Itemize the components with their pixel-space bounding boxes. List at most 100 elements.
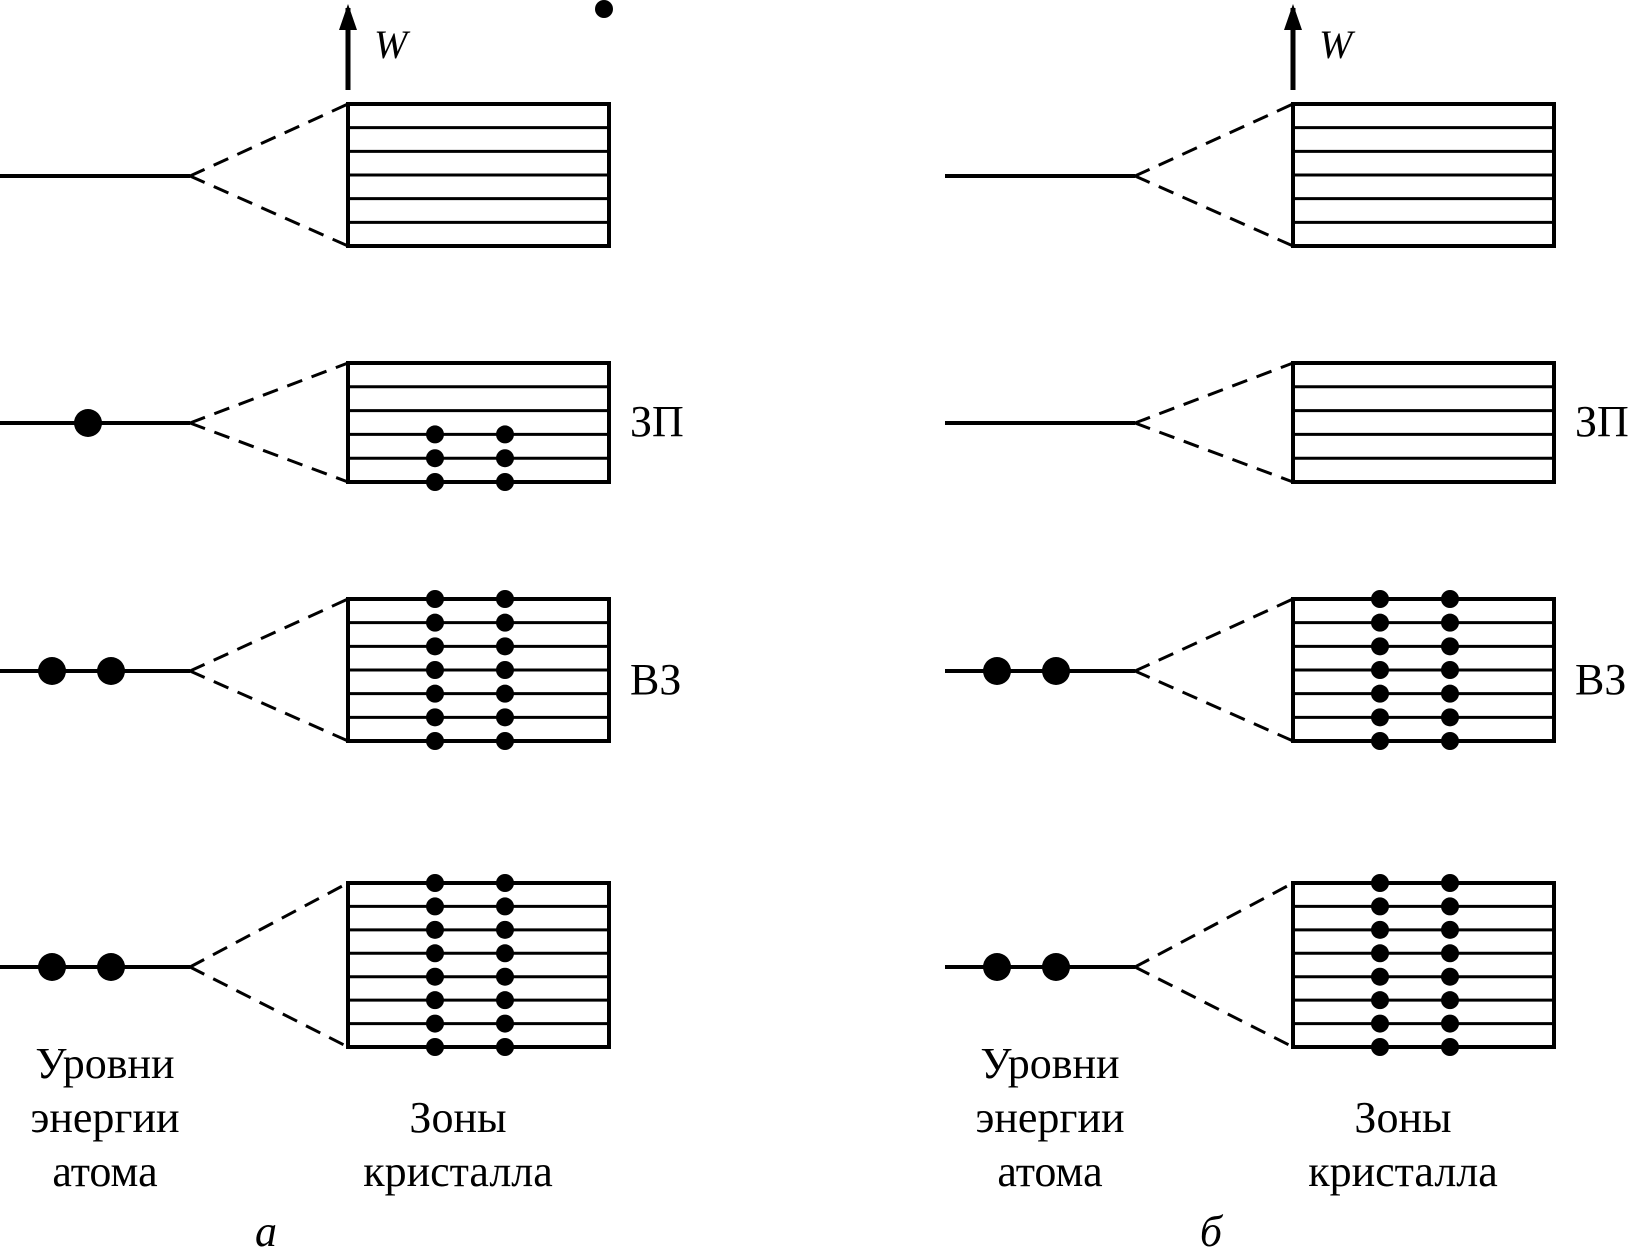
zone-electron-dot bbox=[426, 590, 444, 608]
zone-electron-dot bbox=[426, 708, 444, 727]
zone-electron-dot bbox=[1441, 1014, 1459, 1033]
energy-level bbox=[945, 874, 1556, 1056]
caption-atom-line-3: атома bbox=[997, 1147, 1102, 1196]
zone-electron-dot bbox=[1371, 661, 1389, 679]
atom-electron-dot bbox=[97, 657, 125, 685]
zone-electron-dot bbox=[496, 637, 514, 656]
panel-a: W ЗП ВЗ Уровни энергии атома Зоны криста… bbox=[0, 0, 684, 1255]
crystal-zone bbox=[346, 881, 611, 1049]
zone-electron-dot bbox=[1371, 637, 1389, 656]
zone-electron-dot bbox=[1371, 613, 1389, 632]
zone-electron-dot bbox=[496, 684, 514, 703]
zone-electron-dot bbox=[426, 874, 444, 892]
zone-electron-dot bbox=[496, 661, 514, 679]
axis-label-w: W bbox=[1319, 22, 1356, 67]
caption-zones-line-2: кристалла bbox=[363, 1147, 553, 1196]
zone-electron-dot bbox=[426, 967, 444, 986]
caption-atom-line-2: энергии bbox=[30, 1093, 179, 1142]
zone-electron-dot bbox=[1371, 944, 1389, 963]
zone-electron-dot bbox=[1371, 1038, 1389, 1056]
zone-electron-dot bbox=[496, 967, 514, 986]
zone-electron-dot bbox=[1441, 708, 1459, 727]
splitting-line-lower bbox=[1134, 965, 1294, 1049]
caption-atom-line-1: Уровни bbox=[980, 1039, 1119, 1088]
zone-electron-dot bbox=[496, 920, 514, 939]
splitting-line-upper bbox=[1134, 102, 1294, 178]
band-label-conduction: ЗП bbox=[630, 397, 684, 446]
splitting-line-lower bbox=[1134, 174, 1294, 248]
zone-electron-dot bbox=[496, 897, 514, 916]
energy-level bbox=[0, 361, 611, 491]
panel-letter-a: а bbox=[255, 1207, 277, 1255]
band-label-valence: ВЗ bbox=[1575, 655, 1626, 704]
panel-b: W ЗП ВЗ Уровни энергии атома Зоны криста… bbox=[945, 4, 1629, 1255]
zone-electron-dot bbox=[1441, 590, 1459, 608]
zone-electron-dot bbox=[496, 473, 514, 491]
zone-electron-dot bbox=[1371, 874, 1389, 892]
zone-electron-dot bbox=[426, 613, 444, 632]
caption-atom-line-3: атома bbox=[52, 1147, 157, 1196]
zone-electron-dot bbox=[1371, 991, 1389, 1010]
splitting-line-lower bbox=[189, 965, 349, 1049]
zone-electron-dot bbox=[1441, 637, 1459, 656]
zone-electron-dot bbox=[426, 991, 444, 1010]
caption-atom-levels: Уровни энергии атома bbox=[30, 1039, 179, 1196]
zone-electron-dot bbox=[426, 944, 444, 963]
atom-electron-dot bbox=[38, 953, 66, 981]
energy-level bbox=[945, 102, 1556, 248]
splitting-line-lower bbox=[189, 174, 349, 248]
caption-zones-line-1: Зоны bbox=[409, 1093, 506, 1142]
zone-electron-dot bbox=[496, 732, 514, 750]
energy-level bbox=[0, 102, 611, 248]
energy-level bbox=[945, 590, 1556, 750]
zone-electron-dot bbox=[1441, 613, 1459, 632]
caption-zones-line-1: Зоны bbox=[1354, 1093, 1451, 1142]
zone-electron-dot bbox=[426, 473, 444, 491]
axis-label-w: W bbox=[374, 22, 411, 67]
zone-electron-dot bbox=[496, 1038, 514, 1056]
zone-electron-dot bbox=[1371, 1014, 1389, 1033]
zone-electron-dot bbox=[426, 661, 444, 679]
zone-electron-dot bbox=[1441, 991, 1459, 1010]
zone-electron-dot bbox=[1441, 661, 1459, 679]
caption-zones-line-2: кристалла bbox=[1308, 1147, 1498, 1196]
atom-electron-dot bbox=[97, 953, 125, 981]
zone-electron-dot bbox=[1371, 897, 1389, 916]
zone-electron-dot bbox=[1441, 967, 1459, 986]
zone-electron-dot bbox=[426, 920, 444, 939]
zone-electron-dot bbox=[1441, 732, 1459, 750]
crystal-zone bbox=[1291, 361, 1556, 484]
splitting-line-upper bbox=[189, 361, 349, 425]
caption-crystal-zones: Зоны кристалла bbox=[363, 1093, 553, 1196]
zone-electron-dot bbox=[1441, 944, 1459, 963]
caption-atom-levels: Уровни энергии атома bbox=[975, 1039, 1124, 1196]
zone-electron-dot bbox=[1441, 684, 1459, 703]
splitting-line-lower bbox=[189, 669, 349, 743]
zone-electron-dot bbox=[496, 874, 514, 892]
atom-electron-dot bbox=[38, 657, 66, 685]
energy-axis: W bbox=[1284, 4, 1356, 90]
zone-electron-dot bbox=[426, 897, 444, 916]
zone-electron-dot bbox=[496, 590, 514, 608]
energy-axis: W bbox=[339, 4, 411, 90]
caption-atom-line-2: энергии bbox=[975, 1093, 1124, 1142]
level-group bbox=[0, 102, 611, 1056]
zone-electron-dot bbox=[1441, 920, 1459, 939]
splitting-line-upper bbox=[189, 881, 349, 969]
zone-electron-dot bbox=[426, 732, 444, 750]
splitting-line-lower bbox=[189, 421, 349, 484]
panel-letter-b: б bbox=[1200, 1207, 1224, 1255]
band-label-conduction: ЗП bbox=[1575, 397, 1629, 446]
zone-electron-dot bbox=[1441, 897, 1459, 916]
zone-electron-dot bbox=[426, 684, 444, 703]
zone-electron-dot bbox=[496, 991, 514, 1010]
zone-electron-dot bbox=[1371, 684, 1389, 703]
zone-electron-dot bbox=[426, 425, 444, 444]
splitting-line-upper bbox=[1134, 361, 1294, 425]
zone-electron-dot bbox=[426, 637, 444, 656]
splitting-line-upper bbox=[189, 597, 349, 673]
zone-electron-dot bbox=[426, 1038, 444, 1056]
level-group bbox=[945, 102, 1556, 1056]
zone-electron-dot bbox=[1371, 708, 1389, 727]
